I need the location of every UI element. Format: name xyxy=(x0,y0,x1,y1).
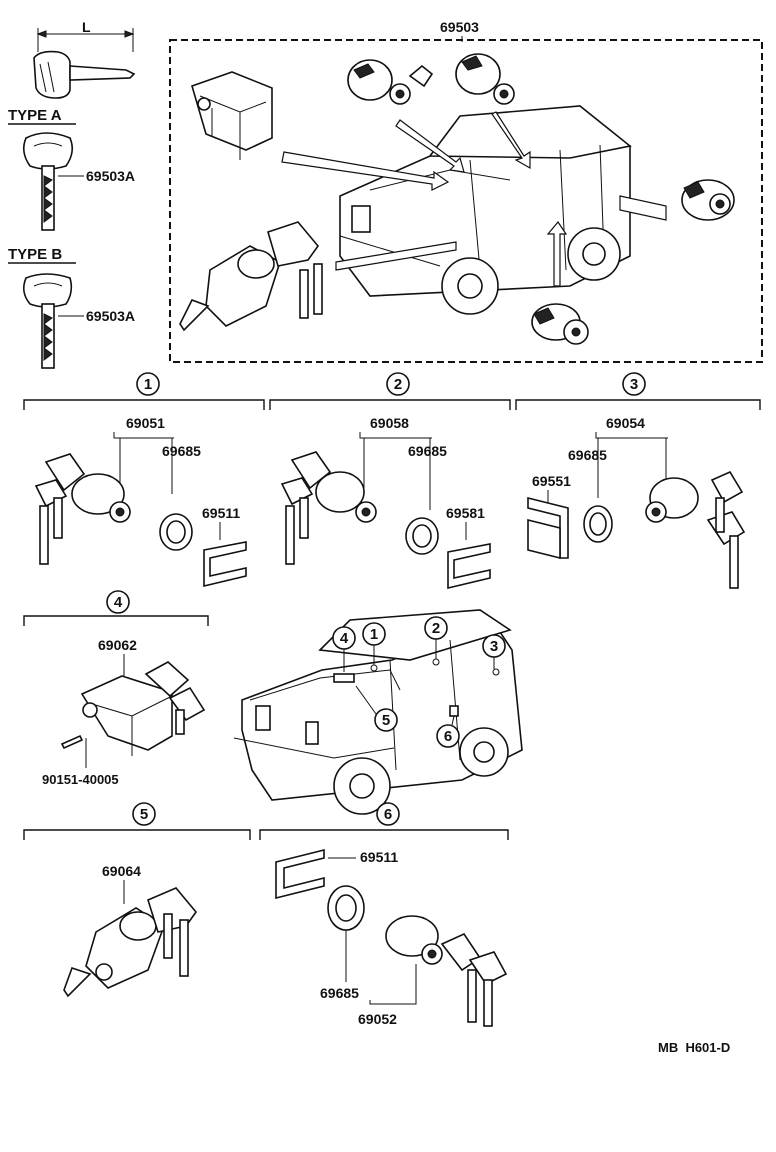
arrow-to-ignition xyxy=(335,241,457,271)
group-6: 6 69511 69685 69052 xyxy=(259,802,509,1027)
svg-text:4: 4 xyxy=(340,630,349,647)
svg-text:1: 1 xyxy=(370,626,378,643)
svg-text:2: 2 xyxy=(432,620,440,637)
arrow-to-fuel-lock xyxy=(546,220,568,287)
key-type-a xyxy=(22,132,74,231)
group-number: 6 xyxy=(384,806,392,823)
group-3-clip-part: 69551 xyxy=(532,473,571,489)
type-a-label: TYPE A xyxy=(8,107,62,124)
group-4: 4 69062 90151-40005 xyxy=(23,590,209,787)
group-1-main-part: 69051 xyxy=(126,415,165,431)
arrow-to-door-lock-right xyxy=(491,111,531,170)
vehicle-drawing-top xyxy=(339,105,632,315)
group-number: 2 xyxy=(394,376,402,393)
group-6-main-part: 69052 xyxy=(358,1011,397,1027)
group-number: 1 xyxy=(144,376,152,393)
door-lock-cylinder-2 xyxy=(455,53,515,105)
group-3-ring-part: 69685 xyxy=(568,447,607,463)
callout-3: 3 xyxy=(482,634,506,669)
arrow-to-door-lock-left xyxy=(395,119,465,173)
group-number-circle xyxy=(132,802,156,826)
group-number: 3 xyxy=(630,376,638,393)
set-part-number: 69503 xyxy=(440,19,479,35)
group-number-circle xyxy=(106,590,130,614)
group-6-clip-part: 69511 xyxy=(360,849,398,865)
lock-set-dashed-box xyxy=(169,39,763,363)
callout-6: 6 xyxy=(436,715,460,748)
fuel-lid-lock-cylinder xyxy=(531,303,589,345)
back-door-lock-cylinder xyxy=(681,179,735,221)
group-2-clip-part: 69581 xyxy=(446,505,485,521)
key-dimension-drawing: L xyxy=(33,19,136,99)
group-4-screw-part: 90151-40005 xyxy=(42,772,119,787)
svg-text:5: 5 xyxy=(382,712,390,729)
group-number-circle xyxy=(376,802,400,826)
group-2: 2 69058 69685 69581 xyxy=(269,372,511,590)
key-b-part-number: 69503A xyxy=(86,308,135,324)
arrow-to-back-door-lock xyxy=(619,195,667,221)
group-number-circle xyxy=(622,372,646,396)
footer-diagram-code: MB H601-D xyxy=(658,1040,730,1055)
type-b-label: TYPE B xyxy=(8,246,62,263)
callout-2: 2 xyxy=(424,616,448,659)
group-1-ring-part: 69685 xyxy=(162,443,201,459)
group-4-main-part: 69062 xyxy=(98,637,137,653)
group-1-clip-part: 69511 xyxy=(202,505,240,521)
group-number: 4 xyxy=(114,594,123,611)
group-number: 5 xyxy=(140,806,148,823)
group-number-circle xyxy=(386,372,410,396)
callout-5: 5 xyxy=(355,685,398,732)
door-lock-cylinder-1 xyxy=(347,59,434,105)
callout-4: 4 xyxy=(332,626,356,672)
svg-text:6: 6 xyxy=(444,728,452,745)
group-6-ring-part: 69685 xyxy=(320,985,359,1001)
group-2-main-part: 69058 xyxy=(370,415,409,431)
ignition-switch-assembly xyxy=(179,221,323,332)
arrow-to-hood-lock xyxy=(281,151,450,191)
group-5: 5 69064 xyxy=(23,802,251,998)
group-number-circle xyxy=(136,372,160,396)
dimension-l-label: L xyxy=(82,19,91,35)
group-2-ring-part: 69685 xyxy=(408,443,447,459)
group-1: 1 69051 69685 69511 xyxy=(23,372,265,588)
group-3: 3 69054 69685 69551 xyxy=(515,372,761,589)
key-a-part-number: 69503A xyxy=(86,168,135,184)
group-3-main-part: 69054 xyxy=(606,415,645,431)
key-type-b xyxy=(22,273,73,369)
group-5-main-part: 69064 xyxy=(102,863,141,879)
hood-lock-assembly xyxy=(191,71,273,160)
callout-1: 1 xyxy=(362,622,386,665)
svg-text:3: 3 xyxy=(490,638,498,655)
